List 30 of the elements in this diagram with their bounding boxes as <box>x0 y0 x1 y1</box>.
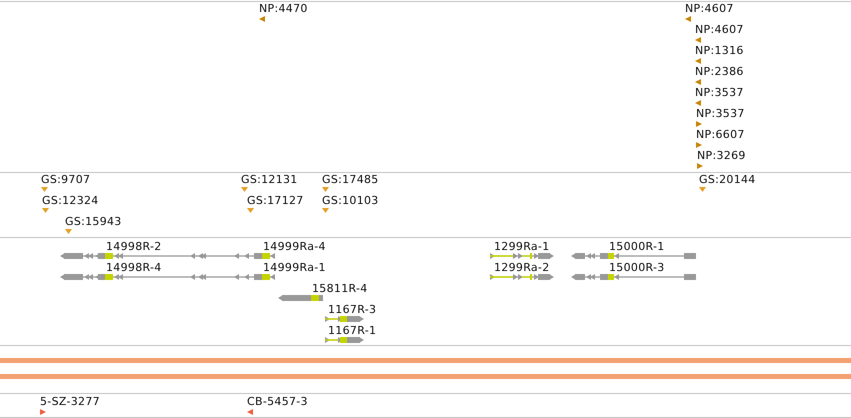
feature-label: NP:3537 <box>696 107 745 120</box>
feature-label: NP:6607 <box>696 128 745 141</box>
feature-label: GS:17127 <box>247 194 304 207</box>
feature-label: 15000R-1 <box>609 240 665 253</box>
feature-label: 14999Ra-1 <box>263 261 326 274</box>
feature-label: 14998R-4 <box>106 261 162 274</box>
feature-label: GS:20144 <box>699 173 756 186</box>
feature-label: 15811R-4 <box>312 282 368 295</box>
feature-label: 15000R-3 <box>609 261 665 274</box>
feature-label: NP:2386 <box>695 65 744 78</box>
feature-label: GS:12324 <box>42 194 99 207</box>
feature-label: GS:9707 <box>41 173 90 186</box>
feature-label: 1299Ra-1 <box>494 240 550 253</box>
feature-label: NP:4470 <box>259 2 308 15</box>
feature-label: 1299Ra-2 <box>494 261 550 274</box>
feature-label: GS:10103 <box>322 194 379 207</box>
feature-label: 1167R-1 <box>328 324 376 337</box>
feature-label: GS:17485 <box>322 173 379 186</box>
feature-label: NP:1316 <box>695 44 744 57</box>
feature-label: 5-SZ-3277 <box>40 395 100 408</box>
feature-label: CB-5457-3 <box>247 395 308 408</box>
feature-label: NP:3269 <box>697 149 746 162</box>
feature-label: NP:4607 <box>695 23 744 36</box>
feature-label: GS:12131 <box>241 173 298 186</box>
feature-label: GS:15943 <box>65 215 122 228</box>
feature-label: 14999Ra-4 <box>263 240 326 253</box>
feature-label: NP:3537 <box>695 86 744 99</box>
feature-label: 1167R-3 <box>328 303 376 316</box>
feature-label: NP:4607 <box>685 2 734 15</box>
feature-label: 14998R-2 <box>106 240 162 253</box>
